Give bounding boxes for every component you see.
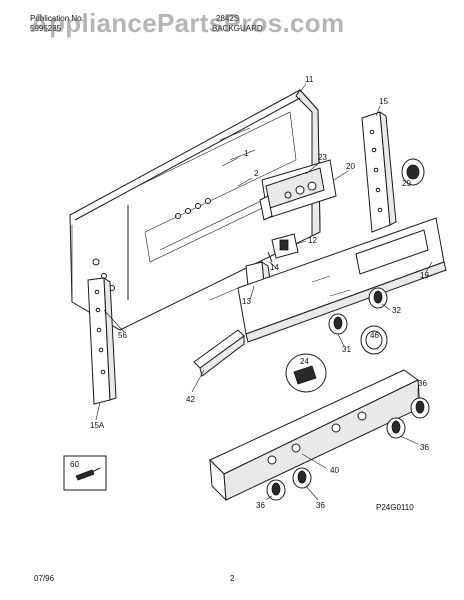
part-label: 40: [330, 466, 339, 475]
switch-assembly: [267, 233, 299, 263]
watermark: AppliancePartsPros.com: [30, 8, 345, 38]
clock-module: [259, 159, 337, 221]
part-label: 56: [118, 331, 127, 340]
part-label: 13: [242, 297, 251, 306]
part-label: 42: [186, 395, 195, 404]
part-label: 15A: [90, 421, 105, 430]
left-side-bracket: [87, 277, 117, 405]
part-label: 23: [318, 153, 327, 162]
upper-knobs: [328, 287, 388, 355]
publication-number: 5995285: [30, 24, 62, 33]
publication-label: Publication No.: [30, 14, 84, 23]
burner-knobs: [266, 397, 430, 501]
clock-knob: [401, 158, 425, 186]
part-label: 46: [370, 331, 379, 340]
part-label: 24: [300, 357, 309, 366]
footer-page: 2: [230, 574, 235, 583]
switch-detail: [285, 353, 327, 393]
diagram-code: P24G0110: [376, 503, 414, 512]
model-number: 2842S: [216, 14, 240, 23]
part-label: 60: [70, 460, 79, 469]
part-label: 1: [244, 149, 249, 158]
part-callouts: 11 15 1 2 23 20 29 12 14 19 13 32 56 46 …: [70, 75, 429, 512]
control-panel: [209, 217, 447, 343]
part-label: 15: [379, 97, 388, 106]
part-label: 12: [308, 236, 317, 245]
trim-rail: [193, 329, 245, 377]
part-label: 19: [420, 271, 429, 280]
part-label: 31: [342, 345, 351, 354]
footer-date: 07/96: [34, 574, 55, 583]
part-label: 11: [305, 75, 314, 84]
part-label: 36: [316, 501, 325, 510]
leader-lines: [95, 83, 433, 501]
screw-inset: [63, 455, 107, 491]
part-label: 36: [420, 443, 429, 452]
part-label: 20: [346, 162, 355, 171]
part-label: 32: [392, 306, 401, 315]
part-label: 36: [256, 501, 265, 510]
manifold-panel: [209, 369, 421, 502]
section-title: BACKGUARD: [212, 24, 263, 33]
right-side-bracket: [361, 111, 397, 233]
part-label: 14: [270, 263, 279, 272]
part-label: 2: [254, 169, 259, 178]
part-label: 36: [418, 379, 427, 388]
part-label: 29: [402, 179, 411, 188]
